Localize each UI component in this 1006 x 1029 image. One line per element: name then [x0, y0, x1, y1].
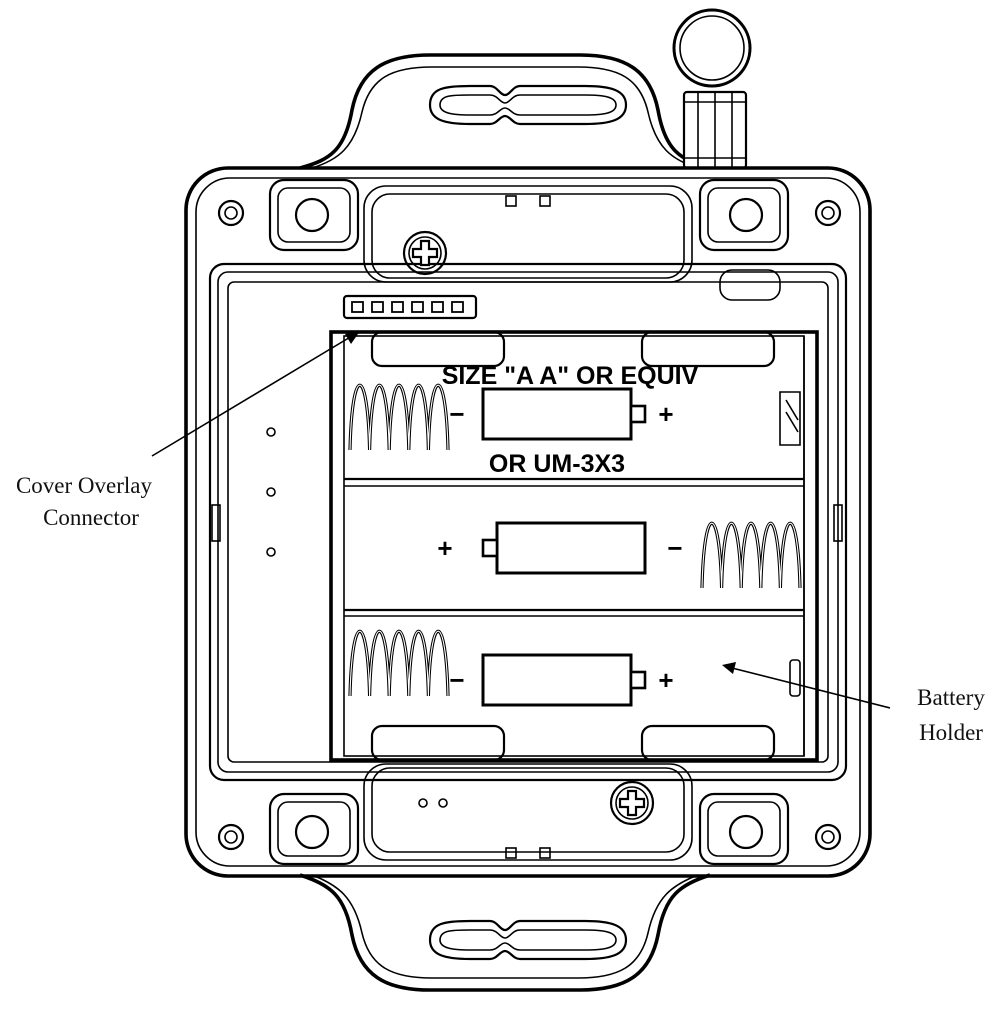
battery-cells: − + + − − + — [437, 387, 683, 707]
coil-spring-highlight — [701, 522, 801, 589]
polarity-symbol: − — [667, 533, 682, 563]
connector-pin — [371, 301, 384, 313]
polarity-symbol: − — [449, 665, 464, 695]
connector-pin — [451, 301, 464, 313]
cover-overlay-connector-label-line1: Cover Overlay — [16, 473, 153, 498]
polarity-symbol: + — [658, 399, 673, 429]
top-mounting-tab — [299, 53, 711, 170]
cover-overlay-connector — [342, 294, 478, 320]
battery-springs — [348, 383, 802, 697]
connector-pin — [391, 301, 404, 313]
polarity-symbol: − — [449, 399, 464, 429]
battery-marking-line1: SIZE "A A" OR EQUIV — [442, 362, 699, 390]
battery-holder-label-line1: Battery — [917, 685, 985, 710]
antenna — [672, 8, 752, 170]
bottom-mounting-slot — [428, 919, 628, 961]
polarity-symbol: + — [437, 533, 452, 563]
battery-holder — [329, 330, 819, 762]
indicator-holes — [266, 427, 448, 808]
polarity-symbol: + — [658, 665, 673, 695]
enclosure-body — [184, 166, 872, 878]
battery-holder-callout-arrow — [722, 662, 891, 709]
connector-pin — [431, 301, 444, 313]
cover-overlay-connector-label-line2: Connector — [43, 505, 139, 530]
top-mounting-slot — [428, 84, 628, 126]
screw-bottom — [609, 780, 655, 826]
battery-cell-outline — [481, 521, 647, 575]
connector-callout-arrow — [151, 331, 360, 457]
bottom-mounting-tab — [299, 873, 711, 992]
battery-cell-outline — [481, 653, 647, 707]
coil-spring-highlight — [349, 384, 449, 451]
corner-ears — [217, 178, 842, 866]
screw-top — [402, 230, 448, 276]
connector-pin — [411, 301, 424, 313]
connector-pin — [351, 301, 364, 313]
battery-marking-line2: OR UM-3X3 — [489, 450, 625, 478]
coil-spring-highlight — [349, 630, 449, 697]
battery-holder-label-line2: Holder — [919, 720, 983, 745]
battery-cell-outline — [481, 387, 647, 441]
